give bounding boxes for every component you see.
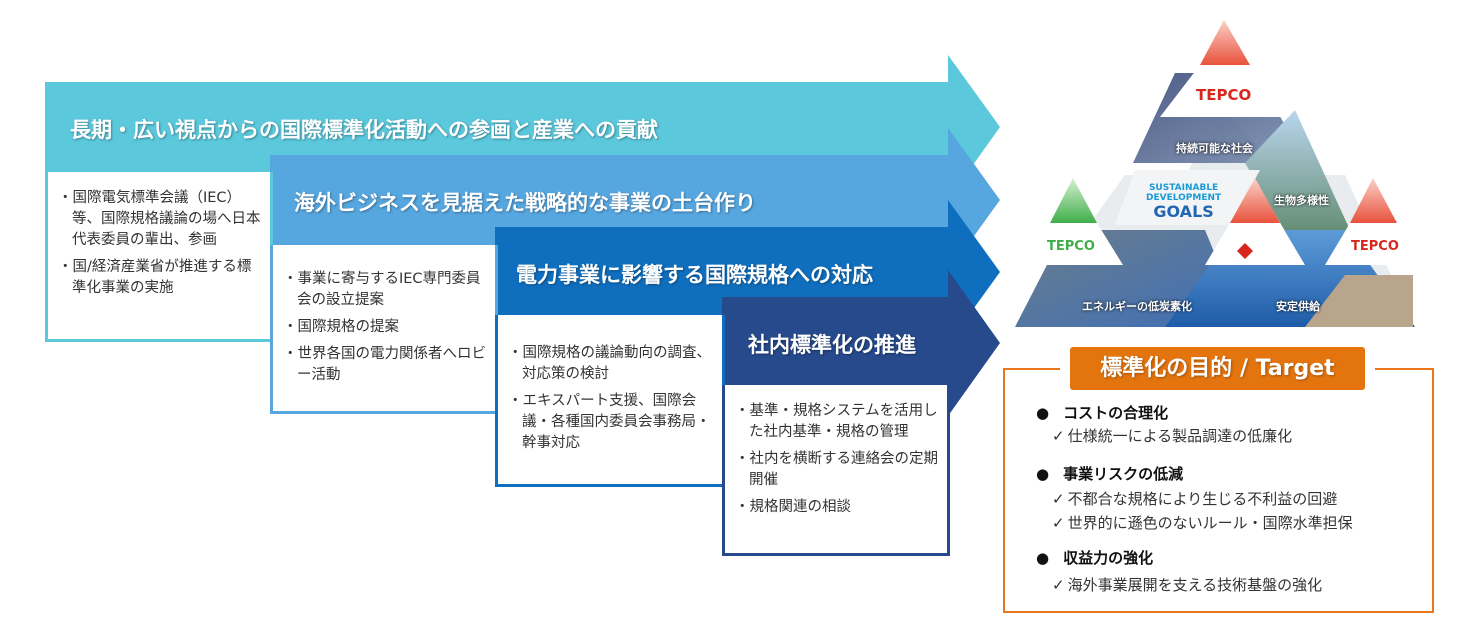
goal-sub-item: 海外事業展開を支える技術基盤の強化 — [1052, 574, 1323, 595]
detail-item: エキスパート支援、国際会議・各種国内委員会事務局・幹事対応 — [512, 391, 714, 454]
detail-item: 基準・規格システムを活用した社内基準・規格の管理 — [739, 401, 939, 443]
goal-sub-item: 仕様統一による製品調達の低廉化 — [1052, 425, 1293, 446]
pyramid-label: 持続可能な社会 — [1176, 142, 1253, 155]
detail-item: 国際規格の議論動向の調査、対応策の検討 — [512, 343, 714, 385]
arrow-3-title: 電力事業に影響する国際規格への対応 — [516, 263, 873, 287]
tepco-logo-top: TEPCO — [1196, 86, 1252, 104]
detail-item: 国際規格の提案 — [287, 317, 487, 338]
arrow-2-title: 海外ビジネスを見据えた戦略的な事業の土台作り — [294, 191, 756, 215]
arrow-3-details: 国際規格の議論動向の調査、対応策の検討 エキスパート支援、国際会議・各種国内委員… — [495, 315, 725, 487]
detail-item: 世界各国の電力関係者へロビー活動 — [287, 344, 487, 386]
detail-item: 事業に寄与するIEC専門委員会の設立提案 — [287, 269, 487, 311]
tepco-logo-left: TEPCO — [1047, 239, 1095, 254]
arrow-1-title: 長期・広い視点からの国際標準化活動への参画と産業への貢献 — [70, 118, 658, 142]
arrow-4 — [722, 270, 1000, 416]
sdg-logo: SUSTAINABLE DEVELOPMENT GOALS — [1146, 183, 1221, 221]
sdg-line: SUSTAINABLE — [1148, 183, 1219, 193]
sdg-line: DEVELOPMENT — [1146, 193, 1222, 203]
pyramid-label: エネルギーの低炭素化 — [1082, 300, 1192, 313]
target-title: 標準化の目的 / Target — [1070, 347, 1365, 390]
goal-item: 収益力の強化 — [1036, 547, 1153, 568]
goal-sub-item: 世界的に遜色のないルール・国際水準担保 — [1052, 512, 1353, 533]
goal-item: 事業リスクの低減 — [1036, 463, 1183, 484]
detail-item: 規格関連の相談 — [739, 497, 939, 518]
arrow-4-title: 社内標準化の推進 — [748, 333, 916, 357]
arrow-2-details: 事業に寄与するIEC専門委員会の設立提案 国際規格の提案 世界各国の電力関係者へ… — [270, 245, 498, 414]
arrow-1-details: 国際電気標準会議（IEC）等、国際規格議論の場へ日本代表委員の輩出、参画 国/経… — [45, 172, 273, 342]
tepco-logo-right: TEPCO — [1351, 239, 1399, 254]
sdg-pyramid-image — [1015, 20, 1415, 327]
sdg-line: GOALS — [1153, 202, 1214, 221]
goal-item: コストの合理化 — [1036, 402, 1168, 423]
detail-item: 国/経済産業省が推進する標準化事業の実施 — [62, 257, 262, 299]
arrow-4-details: 基準・規格システムを活用した社内基準・規格の管理 社内を横断する連絡会の定期開催… — [722, 385, 950, 556]
pyramid-label: 安定供給 — [1276, 300, 1320, 313]
goal-sub-item: 不都合な規格により生じる不利益の回避 — [1052, 488, 1338, 509]
detail-item: 社内を横断する連絡会の定期開催 — [739, 449, 939, 491]
detail-item: 国際電気標準会議（IEC）等、国際規格議論の場へ日本代表委員の輩出、参画 — [62, 188, 262, 251]
pyramid-label: 生物多様性 — [1274, 194, 1329, 207]
